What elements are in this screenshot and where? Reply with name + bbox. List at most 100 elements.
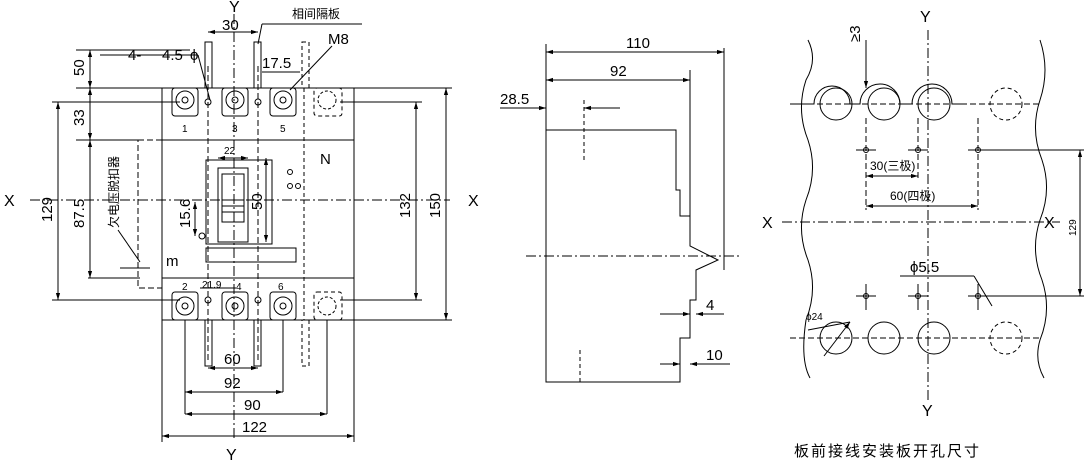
leader-line [807, 321, 851, 331]
terminal-2-screw-center [181, 302, 189, 310]
dim-60: 60 [224, 351, 241, 368]
undervoltage-release-label: 欠电压脱扣器 [106, 156, 121, 228]
leader-line [257, 23, 263, 45]
side-dim-28-5: 28.5 [500, 91, 529, 108]
y-axis-label-bottom: Y [226, 447, 237, 464]
phase-barrier [253, 41, 262, 89]
side-dim-110: 110 [626, 35, 650, 52]
terminal-label-2: 2 [182, 282, 188, 293]
side-dim-4: 4 [706, 297, 714, 314]
leader-line [289, 45, 333, 91]
cutout-y-label-top: Y [920, 9, 931, 26]
terminal-label-3: 3 [232, 124, 238, 135]
terminal-1-screw-center [181, 96, 189, 104]
terminal-3-screw [225, 90, 245, 110]
terminal-4-screw [225, 296, 245, 316]
terminal-5-box [269, 87, 297, 117]
neutral-pole-label: N [320, 151, 331, 168]
dim-90: 90 [244, 397, 261, 414]
indicator-dot [287, 169, 293, 175]
undervoltage-release-outline [137, 139, 163, 289]
cutout-x-label-right: X [1044, 215, 1055, 232]
dim-30: 30 [222, 17, 239, 34]
x-axis-label-right: X [468, 193, 479, 210]
terminal-1-screw [175, 90, 195, 110]
dim-132: 132 [397, 193, 414, 218]
cutout-dim-ge3: ≥3 [847, 25, 864, 42]
leader-line [823, 321, 851, 357]
terminal-n-bottom-screw [317, 296, 337, 316]
mounting-hole [198, 232, 206, 240]
terminal-5-screw-center [279, 96, 287, 104]
side-view [500, 44, 740, 383]
terminal-label-6: 6 [278, 282, 284, 293]
cutout-x-label-left: X [762, 215, 773, 232]
terminal-2-screw [175, 296, 195, 316]
terminal-6-screw [273, 296, 293, 316]
dim-122: 122 [242, 419, 267, 436]
terminal-6-screw-center [279, 302, 287, 310]
terminal-3-box [221, 87, 249, 117]
panel-cutout-view [782, 30, 1084, 400]
terminal-5-screw [273, 90, 293, 110]
cutout-dim-129: 129 [1068, 219, 1079, 236]
phi-symbol: ϕ [190, 47, 198, 64]
terminal-label-5: 5 [280, 124, 286, 135]
dim-92: 92 [224, 375, 241, 392]
indicator-dot [295, 183, 301, 189]
terminal-label-1: 1 [182, 124, 188, 135]
panel-break-left [801, 39, 813, 379]
cutout-dim-phi24: ϕ24 [806, 312, 823, 323]
dim-50b: 50 [249, 193, 266, 210]
dim-22: 22 [224, 146, 236, 157]
dim-87-5: 87.5 [71, 199, 88, 228]
front-view-labels: Y Y X X 相间隔板 30 4- 4.5 ϕ M8 17.5 50 33 1… [4, 0, 479, 464]
phase-barrier [301, 41, 310, 89]
nameplate [205, 247, 297, 263]
dim-4-count: 4- [128, 47, 141, 64]
dim-50: 50 [71, 59, 88, 76]
terminal-n-bottom-box [313, 291, 343, 321]
cutout-mounting-holes [856, 118, 988, 310]
terminal-n-screw [317, 90, 337, 110]
front-view [30, 14, 452, 442]
leader-line [197, 54, 211, 101]
dim-4-5: 4.5 [162, 47, 183, 64]
y-axis-label-top: Y [229, 0, 240, 16]
cutout-dim-60-4p: 60(四极) [890, 189, 935, 203]
dim-33: 33 [71, 109, 88, 126]
side-view-labels: 110 92 28.5 4 10 [500, 35, 723, 364]
phase-barrier [204, 41, 213, 89]
panel-cutout-labels: Y Y X X ≥3 30(三极) 60(四极) 129 ϕ5.5 ϕ24 板前… [762, 9, 1079, 460]
dim-m8: M8 [328, 31, 349, 48]
cutout-dim-phi5-5: ϕ5.5 [910, 259, 939, 276]
terminal-4-box [221, 291, 249, 321]
handle-frame [217, 167, 249, 243]
dim-129: 129 [39, 197, 56, 222]
leader-line [117, 229, 141, 263]
side-body-outline [545, 129, 720, 383]
operating-handle [221, 173, 245, 223]
leader-line [973, 275, 993, 307]
dim-150: 150 [427, 193, 444, 218]
x-axis-label-left: X [4, 193, 15, 210]
dim-17-5: 17.5 [262, 55, 291, 72]
indicator-dot [287, 183, 293, 189]
terminal-4-screw-center [231, 302, 239, 310]
side-dim-10: 10 [706, 347, 723, 364]
terminal-label-4: 4 [236, 282, 242, 293]
terminal-3-screw-center [231, 96, 239, 104]
dim-21-9: 21.9 [202, 280, 222, 291]
top-slot-outline [790, 83, 966, 105]
dim-15-6: 15.6 [177, 199, 194, 228]
cutout-dim-30-3p: 30(三极) [870, 159, 915, 173]
cutout-title: 板前接线安装板开孔尺寸 [794, 442, 981, 460]
side-dim-92: 92 [610, 63, 627, 80]
cutout-y-label-bottom: Y [922, 403, 933, 420]
phase-barrier-label: 相间隔板 [292, 7, 340, 21]
phase-barrier [301, 319, 310, 367]
dim-m: m [166, 253, 179, 270]
panel-break-right [1035, 39, 1047, 379]
